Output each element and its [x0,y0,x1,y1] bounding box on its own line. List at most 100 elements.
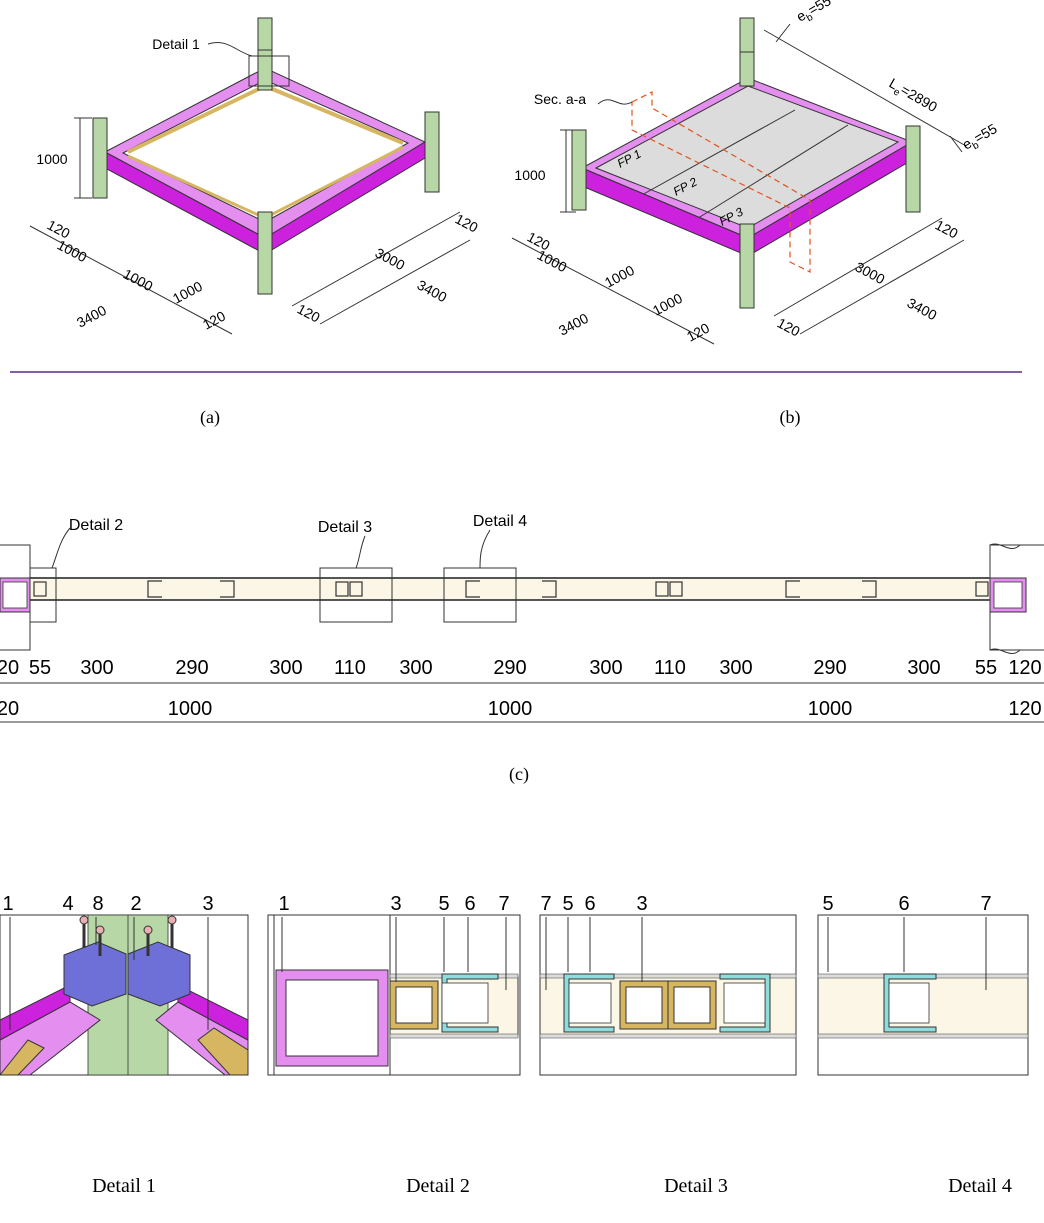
svg-text:7: 7 [980,893,991,915]
detail-3-drawing [539,914,797,1076]
floor-core [29,577,991,601]
connector-block-left [63,941,127,1007]
column-back-lower [257,49,273,91]
panel-b-floor-3d [511,17,967,345]
column-front [739,223,755,309]
panel-a-dim-l3: 1000 [170,278,205,307]
section-label: Sec. a-a [534,91,586,107]
svg-text:2: 2 [130,893,141,915]
svg-text:120: 120 [1008,657,1041,679]
section-plane [631,91,811,273]
detail-2-drawing [267,914,521,1076]
panel-b-dim-l5: 3400 [556,310,591,339]
column-left [571,129,587,211]
svg-text:eb=55: eb=55 [794,0,836,28]
caption-b: (b) [780,407,801,428]
svg-text:1: 1 [2,893,13,915]
svg-text:6: 6 [584,893,595,915]
detail-2-caption: Detail 2 [406,1175,470,1197]
panel-b-dim-l3: 1000 [650,290,685,319]
svg-text:110: 110 [654,657,686,679]
detail-4-callout: Detail 4 [473,513,527,530]
column-left [92,117,108,199]
svg-text:1000: 1000 [168,698,213,720]
svg-text:290: 290 [175,657,208,679]
svg-text:4: 4 [62,893,73,915]
dim-line-right-1 [291,211,461,307]
panel-a-frame-3d [29,17,471,335]
dim-line-right-2 [799,239,965,335]
detail-4-drawing [817,914,1029,1076]
svg-text:3: 3 [636,893,647,915]
panel-joint-1 [639,109,796,197]
svg-text:1000: 1000 [808,698,853,720]
svg-text:Le=2890: Le=2890 [885,75,941,119]
detail-1-leader [207,42,253,57]
panel-a-dim-l5: 3400 [74,302,109,331]
panel-c-section [0,527,1044,723]
connector-block-right [127,941,191,1007]
svg-text:20: 20 [0,698,19,720]
panel-a-dim-l1: 1000 [55,237,90,266]
panel-a-dim-r2: 3400 [415,277,450,306]
svg-text:300: 300 [269,657,302,679]
svg-text:5: 5 [438,893,449,915]
dim-line-right-2 [319,239,471,325]
svg-text:110: 110 [334,657,366,679]
svg-text:5: 5 [822,893,833,915]
svg-text:6: 6 [898,893,909,915]
detail-2-box [29,567,57,623]
detail-3-callout: Detail 3 [318,519,372,536]
svg-text:5: 5 [562,893,573,915]
dim-row-1: 20 55 300 290 300 110 300 290 300 110 30… [0,657,1042,679]
svg-text:120: 120 [1008,698,1041,720]
svg-text:6: 6 [464,893,475,915]
panel-a-dim-l4: 120 [200,307,228,332]
svg-text:3: 3 [390,893,401,915]
column-right [905,125,921,213]
svg-text:290: 290 [493,657,526,679]
detail-1-caption: Detail 1 [92,1175,156,1197]
detail-3-caption: Detail 3 [664,1175,728,1197]
floor-panels [594,85,900,229]
svg-text:300: 300 [80,657,113,679]
column-front [257,211,273,295]
column-right [424,111,440,193]
dim-line-right-1 [773,217,943,317]
detail-4-numbers: 5 6 7 [822,893,991,915]
le-dim-line [763,29,967,147]
panel-b-dim-r2: 3400 [905,295,940,324]
dim-line-left [511,237,715,345]
svg-text:1: 1 [278,893,289,915]
svg-text:55: 55 [29,657,51,679]
caption-c: (c) [509,764,529,785]
svg-text:300: 300 [399,657,432,679]
detail-1-numbers: 1 4 8 2 3 [2,893,213,915]
column-back-lower [739,51,755,87]
panel-b-dim-r1: 3000 [853,259,888,288]
detail-1-box [248,55,290,87]
panel-b-dim-r0: 120 [933,217,961,242]
detail-1-callout: Detail 1 [152,36,200,52]
svg-text:7: 7 [498,893,509,915]
svg-text:300: 300 [589,657,622,679]
detail-1-drawing [0,914,249,1076]
eb-top-label: eb=55 [794,0,836,28]
svg-text:eb=55: eb=55 [960,120,1002,156]
panel-a-dim-r1: 3000 [373,245,408,274]
le-label: Le=2890 [885,75,941,119]
panel-a-dim-l0: 120 [45,217,73,242]
svg-text:300: 300 [719,657,752,679]
svg-text:20: 20 [0,657,19,679]
svg-text:290: 290 [813,657,846,679]
panel-b-dim-l1: 1000 [535,247,570,276]
panel-joint-2 [694,124,849,221]
svg-text:1000: 1000 [488,698,533,720]
eb-bot-label: eb=55 [960,120,1002,156]
panel-b-height-dim: 1000 [514,167,545,183]
svg-text:55: 55 [975,657,997,679]
panel-a-dim-r3: 120 [295,301,323,326]
detail-4-caption: Detail 4 [948,1175,1012,1197]
svg-text:300: 300 [907,657,940,679]
